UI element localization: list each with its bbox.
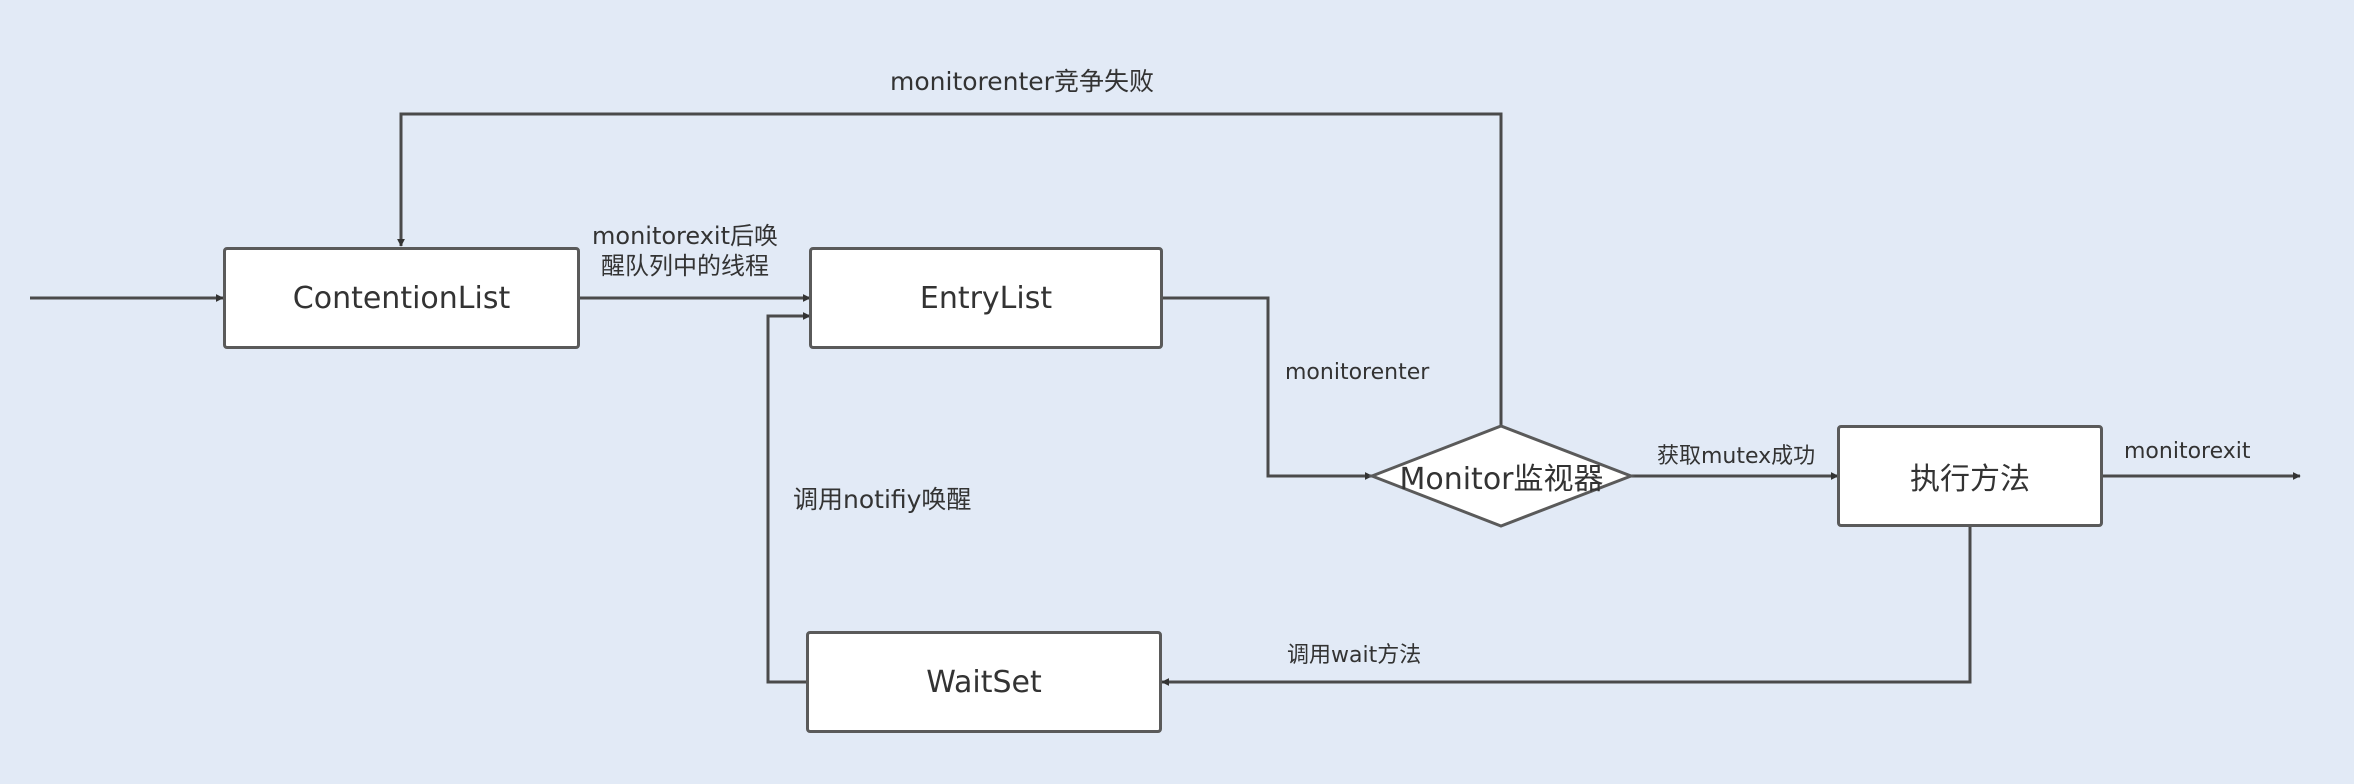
label-monitorexit: monitorexit <box>2124 439 2251 464</box>
label-monitorenter: monitorenter <box>1285 360 1430 385</box>
node-waitset: WaitSet <box>806 631 1162 733</box>
node-execute: 执行方法 <box>1837 425 2103 527</box>
node-waitset-label: WaitSet <box>926 664 1042 700</box>
edge-entrylist-to-monitor <box>1163 296 1373 480</box>
label-monitorexit-wake: monitorexit后唤 醒队列中的线程 <box>585 221 785 281</box>
node-entrylist-label: EntryList <box>919 280 1053 316</box>
node-contentionlist-label: ContentionList <box>292 280 511 316</box>
edge-waitset-to-entrylist <box>766 312 811 684</box>
monitor-diamond <box>1367 424 1636 528</box>
edge-monitor-to-contentionlist <box>397 112 1503 426</box>
label-monitorenter-fail: monitorenter竞争失败 <box>890 67 1154 96</box>
node-monitor-label: Monitor监视器 <box>1372 426 1631 526</box>
node-execute-label: 执行方法 <box>1910 462 2030 497</box>
label-notify-wake: 调用notifiy唤醒 <box>793 485 972 514</box>
node-contentionlist: ContentionList <box>223 247 580 349</box>
monitor-label-text: Monitor监视器 <box>1399 462 1604 497</box>
label-call-wait: 调用wait方法 <box>1287 643 1422 668</box>
node-entrylist: EntryList <box>809 247 1163 349</box>
label-monitorexit-wake-line1: monitorexit后唤 <box>592 222 778 250</box>
edge-execute-to-waitset <box>1161 526 1972 686</box>
label-monitorexit-wake-line2: 醒队列中的线程 <box>601 252 769 280</box>
label-acquire-mutex: 获取mutex成功 <box>1657 444 1816 469</box>
